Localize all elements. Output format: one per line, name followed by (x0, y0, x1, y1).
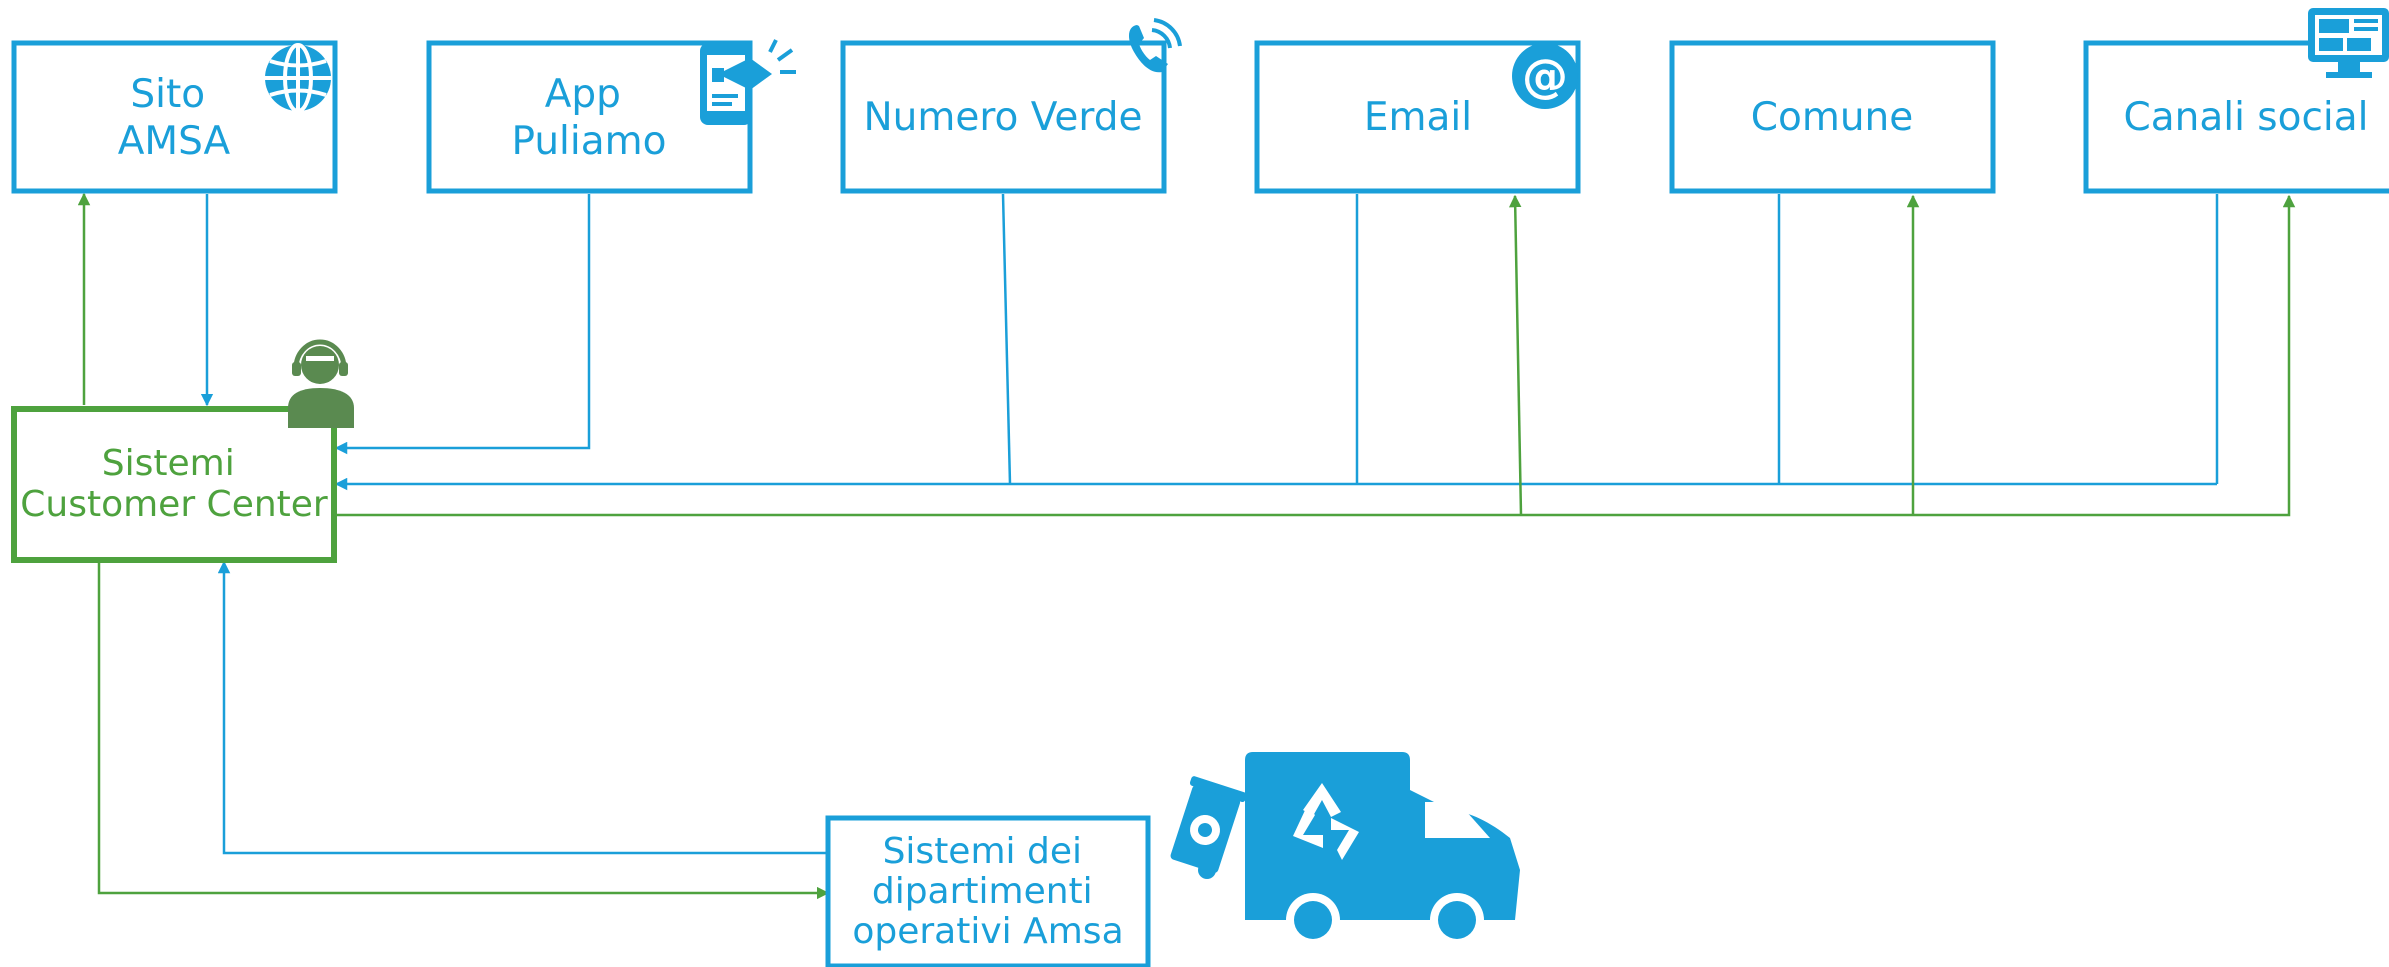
channel-email: Email @ (1254, 40, 1581, 194)
channel-sito-label: Sito AMSA (118, 72, 231, 164)
computer-screen-icon (2308, 8, 2389, 78)
channel-sito-line-2: AMSA (118, 119, 231, 164)
channel-app-line-2: Puliamo (512, 119, 667, 164)
customer-center-line-2: Customer Center (20, 484, 328, 525)
channel-comune-label: Comune (1751, 95, 1914, 140)
svg-text:@: @ (1522, 49, 1568, 103)
arrow-operativi-to-cc (217, 560, 828, 855)
channel-social-label: Canali social (2123, 95, 2368, 140)
channel-sito: Sito AMSA (11, 40, 338, 194)
channel-app-line-1: App (545, 72, 621, 117)
arrow-cc-to-email (1508, 194, 1523, 516)
channel-comune: Comune (1669, 40, 1996, 194)
channel-numero-verde: Numero Verde (840, 18, 1182, 194)
channel-social: Canali social (2083, 8, 2389, 194)
operativi-line-3: operativi Amsa (852, 911, 1123, 952)
operativi-line-2: dipartimenti (872, 871, 1093, 912)
line-numero-verde-down (1001, 193, 1012, 485)
arrow-cc-to-social (336, 194, 2296, 517)
phone-megaphone-icon (700, 39, 796, 125)
arrow-app-to-cc (334, 194, 591, 455)
channel-app: App Puliamo (426, 39, 796, 194)
recycling-truck-icon (1170, 752, 1520, 947)
phone-call-icon (1128, 18, 1182, 73)
customer-center-line-1: Sistemi (102, 443, 235, 484)
customer-agent-icon (288, 339, 354, 428)
globe-icon (265, 43, 331, 113)
customer-center-box: Sistemi Customer Center (11, 339, 354, 563)
channel-numero-verde-label: Numero Verde (863, 95, 1142, 140)
customer-center-label: Sistemi Customer Center (20, 443, 328, 525)
channel-email-label: Email (1364, 95, 1472, 140)
at-sign-icon: @ (1512, 43, 1578, 109)
arrow-cc-to-operativi (97, 562, 830, 900)
channel-app-label: App Puliamo (512, 72, 667, 164)
channel-sito-line-1: Sito (130, 72, 205, 117)
connectors (77, 192, 2296, 900)
operativi-label: Sistemi dei dipartimenti operativi Amsa (852, 831, 1123, 952)
operativi-box: Sistemi dei dipartimenti operativi Amsa (825, 815, 1151, 967)
operativi-line-1: Sistemi dei (883, 831, 1082, 872)
